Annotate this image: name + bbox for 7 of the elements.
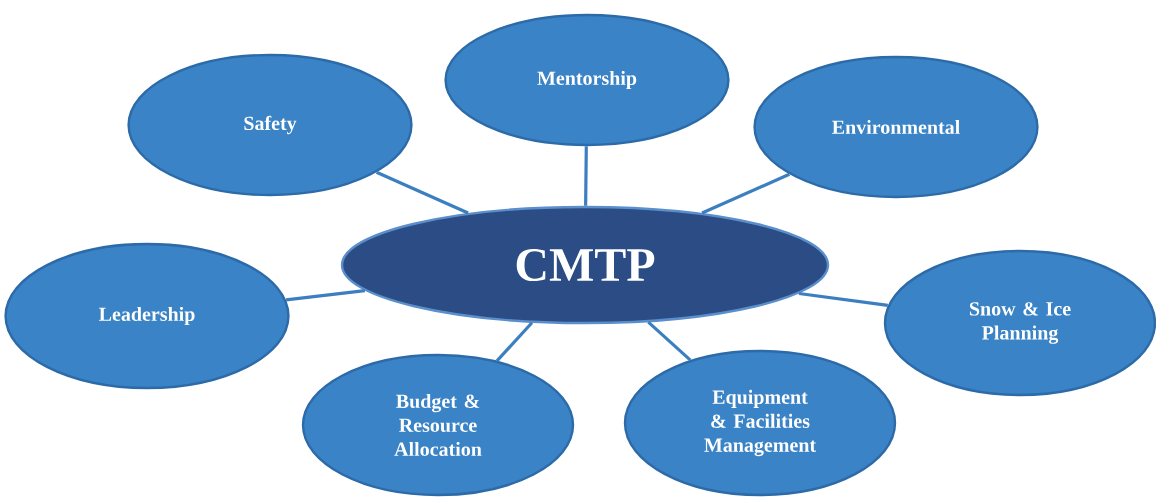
connector-line [375, 170, 469, 215]
connector-line [647, 320, 692, 362]
connector-line [495, 321, 534, 362]
connector-line [701, 172, 791, 215]
connector-line [584, 146, 588, 206]
connector-line [798, 291, 889, 307]
connector-line [285, 289, 366, 302]
